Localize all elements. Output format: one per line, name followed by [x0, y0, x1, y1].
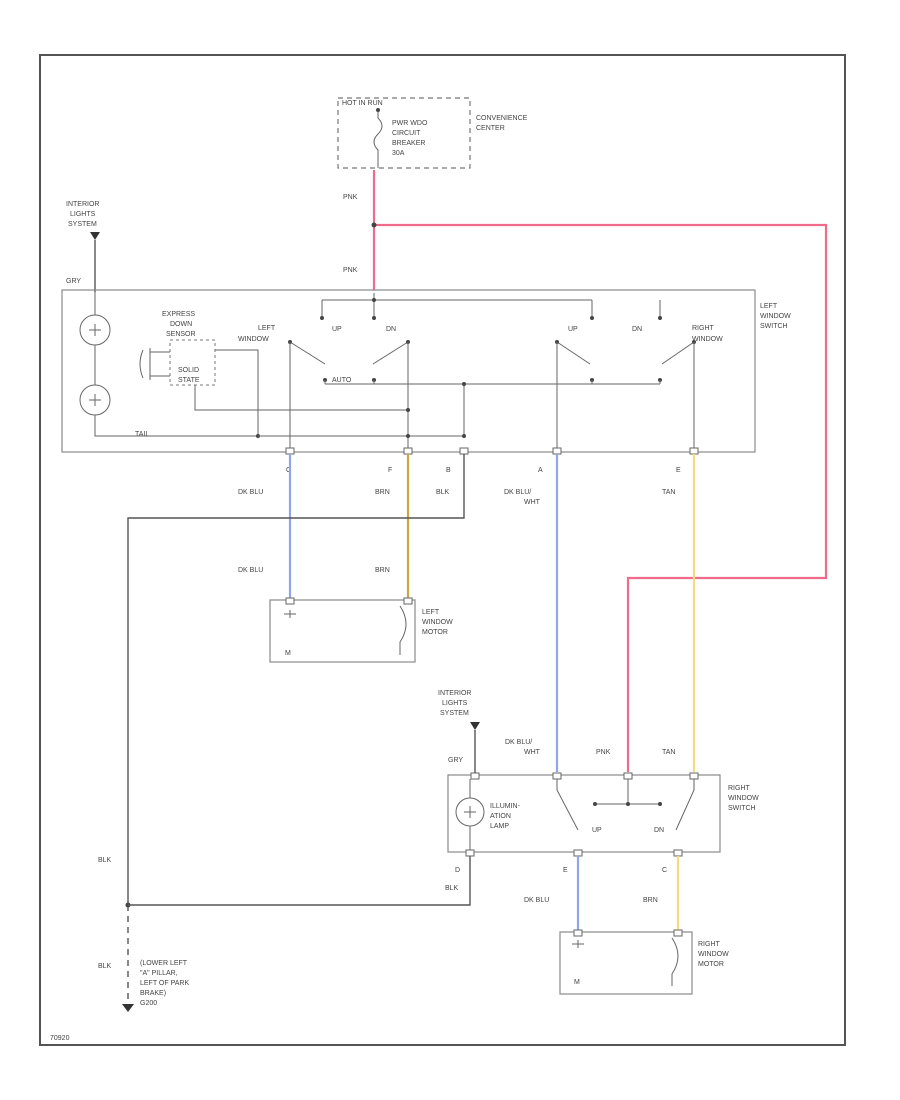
cb-header-label: HOT IN RUN	[342, 100, 383, 107]
cb-label-1: PWR WDO	[392, 120, 428, 127]
diagram-frame	[39, 54, 846, 1046]
express-sensor-box	[169, 339, 216, 386]
rws-label-3: SWITCH	[728, 805, 756, 812]
ils-right-arrow	[470, 722, 480, 730]
dk-blu-wht-label-2b: WHT	[524, 749, 541, 756]
left-window-label-2: WINDOW	[238, 336, 269, 343]
ground-label-5: G200	[140, 1000, 157, 1007]
brn-label-2: BRN	[375, 567, 390, 574]
dk-blu-wht-label-1a: DK BLU/	[504, 489, 531, 496]
rws-label-1: RIGHT	[728, 785, 751, 792]
ils-left-label-3: SYSTEM	[68, 221, 97, 228]
lwm-label-1: LEFT	[422, 609, 440, 616]
up-right-label: UP	[568, 326, 578, 333]
rwm-label-1: RIGHT	[698, 941, 721, 948]
rws-label-2: WINDOW	[728, 795, 759, 802]
dk-blu-label-3: DK BLU	[524, 897, 549, 904]
blk-left-label: BLK	[98, 857, 112, 864]
brn-label-1: BRN	[375, 489, 390, 496]
lwm-m-icon: M	[285, 650, 291, 657]
convenience-center-label-2: CENTER	[476, 125, 505, 132]
cb-label-4: 30A	[392, 150, 405, 157]
pnk-top-label: PNK	[343, 194, 358, 201]
lwm-label-2: WINDOW	[422, 619, 453, 626]
dk-blu-label-2: DK BLU	[238, 567, 263, 574]
circuit-breaker: HOT IN RUN PWR WDO CIRCUIT BREAKER 30A	[337, 97, 471, 169]
lws-label-3: SWITCH	[760, 323, 788, 330]
conn-a-label: A	[538, 467, 543, 474]
ils-right-label-2: LIGHTS	[442, 700, 468, 707]
rwm-label-3: MOTOR	[698, 961, 724, 968]
express-label-3: SENSOR	[166, 331, 196, 338]
illum-label-1: ILLUMIN-	[490, 803, 521, 810]
gry-right-label: GRY	[448, 757, 463, 764]
ground-label-1: (LOWER LEFT	[140, 960, 188, 967]
dk-blu-wht-label-1b: WHT	[524, 499, 541, 506]
brn-label-3: BRN	[643, 897, 658, 904]
auto-label: AUTO	[332, 377, 352, 384]
tan-label-2: TAN	[662, 749, 675, 756]
ils-right-label-3: SYSTEM	[440, 710, 469, 717]
blk-right-label: BLK	[445, 885, 459, 892]
pnk-right-label: PNK	[596, 749, 611, 756]
dk-blu-label-1: DK BLU	[238, 489, 263, 496]
lws-label-1: LEFT	[760, 303, 778, 310]
lwm-label-3: MOTOR	[422, 629, 448, 636]
ground-label-4: BRAKE)	[140, 990, 166, 997]
right-window-switch-box	[447, 774, 721, 853]
ground-label-3: LEFT OF PARK	[140, 980, 189, 987]
left-window-motor-box	[269, 599, 416, 663]
figure-id: 70920	[50, 1035, 70, 1042]
rwm-label-2: WINDOW	[698, 951, 729, 958]
tail-label: TAIL	[135, 431, 149, 438]
ground-icon	[122, 1004, 134, 1012]
pnk-right-wire	[374, 223, 828, 772]
ils-left-label-2: LIGHTS	[70, 211, 96, 218]
solid-state-label-2: STATE	[178, 377, 200, 384]
up-left-label: UP	[332, 326, 342, 333]
ils-left-label-1: INTERIOR	[66, 201, 99, 208]
conn-c2-label: C	[662, 867, 667, 874]
conn-b-label: B	[446, 467, 451, 474]
blk-label-1: BLK	[436, 489, 450, 496]
express-label-1: EXPRESS	[162, 311, 195, 318]
dn-rs-label: DN	[654, 827, 664, 834]
illum-label-3: LAMP	[490, 823, 509, 830]
dk-blu-wht-label-2a: DK BLU/	[505, 739, 532, 746]
blk-ground-label: BLK	[98, 963, 112, 970]
cb-label-2: CIRCUIT	[392, 130, 421, 137]
blk-ground-wire	[127, 454, 465, 905]
lws-label-2: WINDOW	[760, 313, 791, 320]
conn-e-label: E	[676, 467, 681, 474]
illum-label-2: ATION	[490, 813, 511, 820]
ground-label-2: "A" PILLAR,	[140, 970, 178, 977]
cb-label-3: BREAKER	[392, 140, 425, 147]
right-window-motor-box	[559, 931, 693, 995]
dn-left-label: DN	[386, 326, 396, 333]
up-rs-label: UP	[592, 827, 602, 834]
conn-c-label: C	[286, 467, 291, 474]
tan-label-1: TAN	[662, 489, 675, 496]
conn-e2-label: E	[563, 867, 568, 874]
right-window-label-2: WINDOW	[692, 336, 723, 343]
solid-state-label-1: SOLID	[178, 367, 199, 374]
conn-f-label: F	[388, 467, 392, 474]
convenience-center-label-1: CONVENIENCE	[476, 115, 528, 122]
pnk-mid-label: PNK	[343, 267, 358, 274]
left-window-label-1: LEFT	[258, 325, 276, 332]
right-window-label-1: RIGHT	[692, 325, 715, 332]
rwm-m-icon: M	[574, 979, 580, 986]
ils-right-label-1: INTERIOR	[438, 690, 471, 697]
dn-right-label: DN	[632, 326, 642, 333]
express-label-2: DOWN	[170, 321, 192, 328]
conn-d-label: D	[455, 867, 460, 874]
gry-left-label: GRY	[66, 278, 81, 285]
ils-left-arrow	[90, 232, 100, 240]
